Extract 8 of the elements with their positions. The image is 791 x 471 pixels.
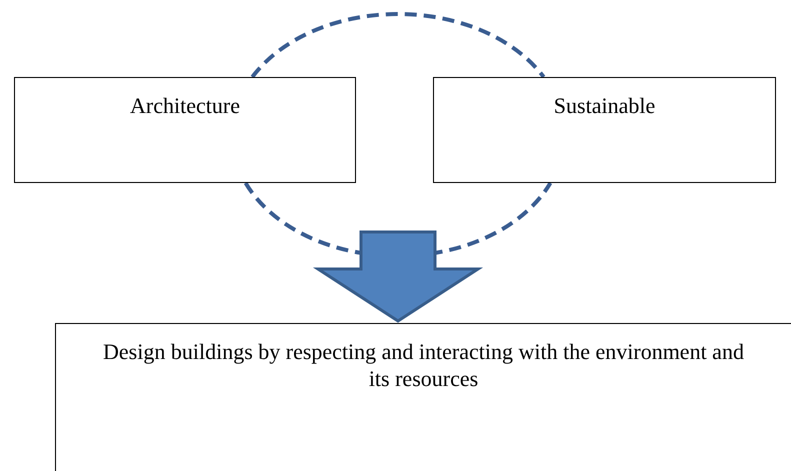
box-label: Design buildings by respecting and interacting with the environment and its resources (102, 338, 745, 392)
block-arrow (312, 230, 484, 323)
text-box (433, 77, 776, 183)
dashed-arc (250, 12, 546, 78)
box-label: Sustainable (554, 92, 656, 119)
text-box (14, 77, 356, 183)
box-label: Architecture (130, 92, 240, 119)
text-box (55, 323, 791, 471)
